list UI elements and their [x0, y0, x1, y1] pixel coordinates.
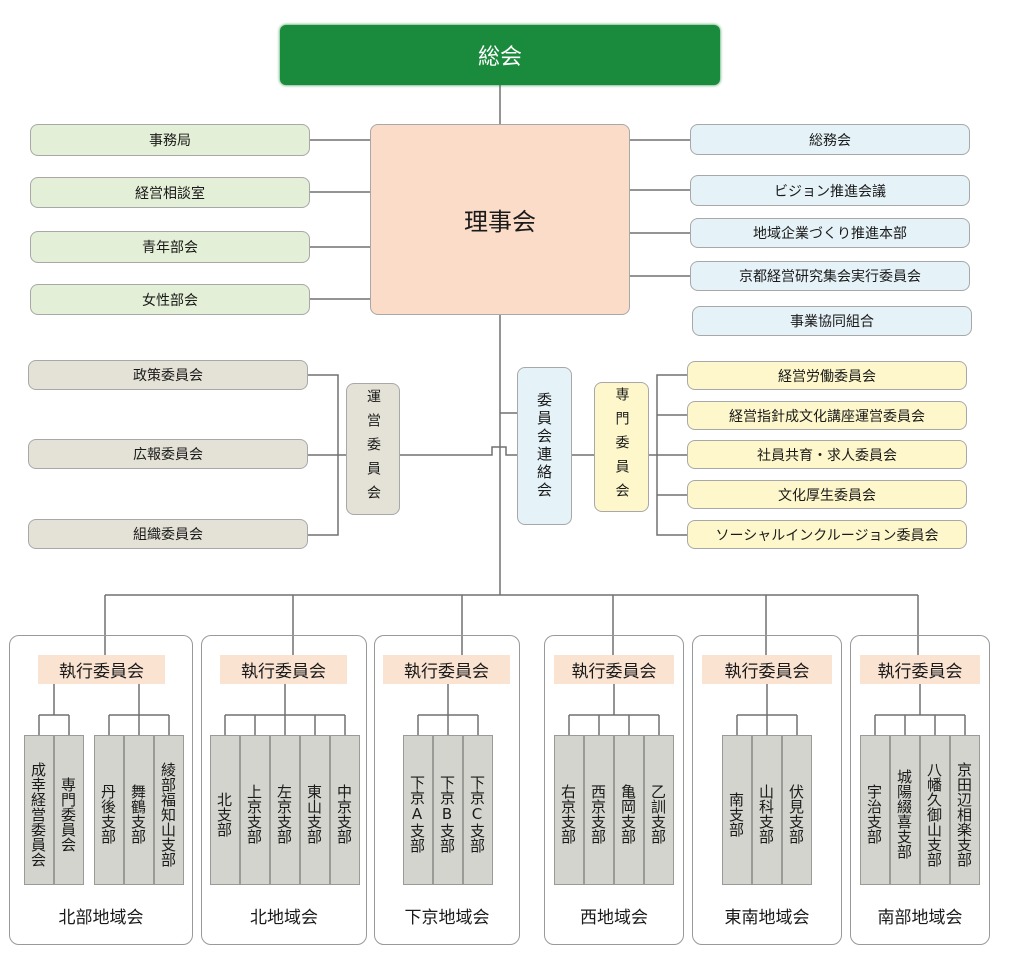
branch-box: 南支部 [722, 735, 752, 885]
branch-box: 丹後支部 [94, 735, 124, 885]
branch-box: 伏見支部 [782, 735, 812, 885]
special-committee-item: 経営労働委員会 [687, 361, 967, 390]
executive-committee: 執行委員会 [220, 655, 347, 684]
branch-box: 下京A支部 [403, 735, 433, 885]
branch-box: 山科支部 [752, 735, 782, 885]
executive-committee: 執行委員会 [860, 655, 980, 684]
organization-committee: 組織委員会 [28, 519, 308, 549]
special-committee-box: 専門委員会 [594, 382, 649, 512]
branch-box: 右京支部 [554, 735, 584, 885]
branch-box: 宇治支部 [860, 735, 890, 885]
board-left-item: 青年部会 [30, 231, 310, 263]
board-right-item: ビジョン推進会議 [690, 175, 970, 206]
region-box [692, 635, 842, 945]
board-left-item: 事務局 [30, 124, 310, 156]
region-name: 下京地域会 [404, 908, 490, 928]
general-meeting-label: 総会 [477, 45, 522, 70]
board-left-item: 女性部会 [30, 284, 310, 315]
board-box: 理事会 [370, 124, 630, 315]
liaison-committee-box: 委員会連絡会 [517, 367, 572, 525]
branch-box: 中京支部 [330, 735, 360, 885]
management-committee-box: 運営委員会 [346, 383, 400, 515]
region-box [544, 635, 684, 945]
region-box [9, 635, 193, 945]
branch-box: 上京支部 [240, 735, 270, 885]
region-box [201, 635, 367, 945]
branch-box: 亀岡支部 [614, 735, 644, 885]
branch-box: 下京C支部 [463, 735, 493, 885]
branch-box: 成幸経営委員会 [24, 735, 54, 885]
branch-box: 東山支部 [300, 735, 330, 885]
branch-box: 綾部福知山支部 [154, 735, 184, 885]
special-committee-item: 経営指針成文化講座運営委員会 [687, 401, 967, 430]
branch-box: 左京支部 [270, 735, 300, 885]
special-committee-item: 社員共育・求人委員会 [687, 440, 967, 469]
board-right-item: 事業協同組合 [692, 306, 972, 336]
executive-committee: 執行委員会 [702, 655, 832, 684]
region-name: 西地域会 [580, 908, 648, 928]
branch-box: 京田辺相楽支部 [950, 735, 980, 885]
executive-committee: 執行委員会 [383, 655, 510, 684]
board-right-item: 京都経営研究集会実行委員会 [690, 261, 970, 291]
branch-box: 舞鶴支部 [124, 735, 154, 885]
region-box [374, 635, 520, 945]
region-box [850, 635, 990, 945]
board-label: 理事会 [464, 208, 536, 236]
branch-box: 八幡久御山支部 [920, 735, 950, 885]
board-right-item: 地域企業づくり推進本部 [690, 218, 970, 248]
executive-committee: 執行委員会 [554, 655, 674, 684]
region-name: 南部地域会 [877, 908, 963, 928]
pr-committee: 広報委員会 [28, 439, 308, 469]
general-meeting-box: 総会 [280, 25, 720, 85]
board-left-item: 経営相談室 [30, 177, 310, 208]
board-right-item: 総務会 [690, 124, 970, 155]
executive-committee: 執行委員会 [38, 655, 165, 684]
special-committee-item: ソーシャルインクルージョン委員会 [687, 520, 967, 549]
branch-box: 北支部 [210, 735, 240, 885]
policy-committee: 政策委員会 [28, 360, 308, 390]
branch-box: 西京支部 [584, 735, 614, 885]
region-name: 北地域会 [250, 908, 318, 928]
branch-box: 下京B支部 [433, 735, 463, 885]
region-name: 北部地域会 [58, 908, 144, 928]
branch-box: 城陽綴喜支部 [890, 735, 920, 885]
region-name: 東南地域会 [724, 908, 810, 928]
branch-box: 乙訓支部 [644, 735, 674, 885]
branch-box: 専門委員会 [54, 735, 84, 885]
special-committee-item: 文化厚生委員会 [687, 480, 967, 509]
